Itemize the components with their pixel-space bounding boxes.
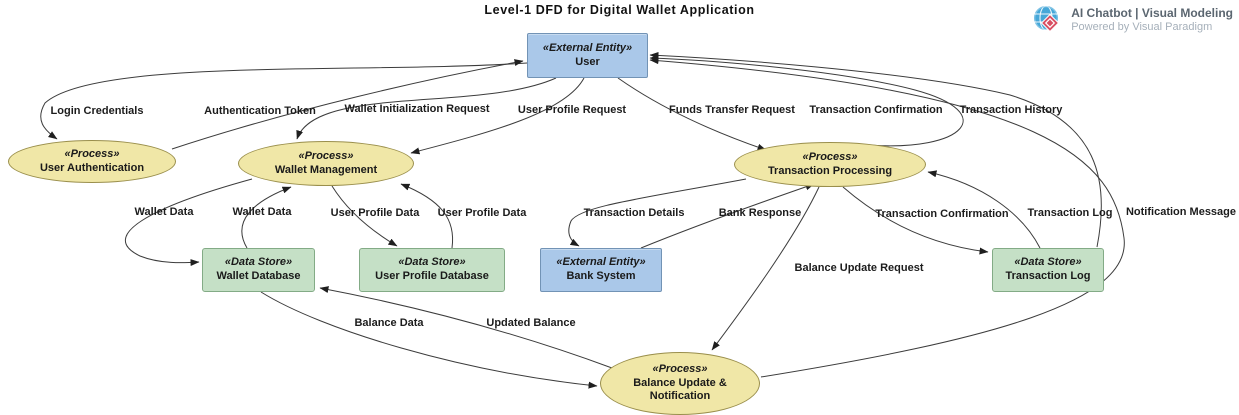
flow-label-wallet-data-to-store[interactable]: Wallet Data [134,206,194,218]
flow-label-user-profile-data-to-process[interactable]: User Profile Data [437,207,527,219]
flow-funds-transfer-request[interactable] [617,77,767,151]
node-user-authentication[interactable]: «Process»User Authentication [8,140,176,183]
flow-updated-balance[interactable] [319,286,613,369]
flow-balance-update-request[interactable] [711,186,820,351]
node-transaction-processing[interactable]: «Process»Transaction Processing [734,142,926,187]
flow-wallet-initialization-request[interactable] [296,77,557,140]
node-stereotype: «External Entity» [556,256,646,269]
node-wallet-management[interactable]: «Process»Wallet Management [238,141,414,186]
flow-label-funds-transfer-request[interactable]: Funds Transfer Request [669,104,795,116]
flow-wallet-data-to-process[interactable] [241,186,292,249]
visual-paradigm-logo-icon [1034,5,1060,33]
flow-label-transaction-confirmation-to-user[interactable]: Transaction Confirmation [809,104,943,116]
node-user-profile-database[interactable]: «Data Store»User Profile Database [359,248,505,292]
node-name: Transaction Log [1005,270,1091,282]
node-stereotype: «Process» [64,147,120,160]
flow-user-profile-data-to-process[interactable] [400,183,454,249]
node-name: User Authentication [39,161,145,174]
node-transaction-log[interactable]: «Data Store»Transaction Log [992,248,1104,292]
flow-label-wallet-initialization-request[interactable]: Wallet Initialization Request [344,103,490,115]
flow-balance-data[interactable] [260,291,598,389]
flow-label-transaction-confirmation-to-log[interactable]: Transaction Confirmation [875,208,1009,220]
node-stereotype: «Data Store» [1014,256,1082,269]
flow-label-user-profile-data-to-store[interactable]: User Profile Data [330,207,420,219]
flow-notification-message[interactable] [649,57,1125,378]
node-name: User Profile Database [375,270,489,282]
flow-transaction-log-to-process[interactable] [927,170,1041,249]
node-stereotype: «Data Store» [398,256,466,269]
flow-label-balance-data[interactable]: Balance Data [354,317,424,329]
brand-title: AI Chatbot | Visual Modeling [1071,5,1233,20]
diagram-title: Level-1 DFD for Digital Wallet Applicati… [484,3,755,17]
brand-subtitle: Powered by Visual Paradigm [1071,20,1213,33]
flow-wallet-data-to-store[interactable] [125,178,253,267]
flow-transaction-details[interactable] [568,178,747,247]
flow-label-transaction-details[interactable]: Transaction Details [583,207,685,219]
node-bank-system[interactable]: «External Entity»Bank System [540,248,662,292]
node-name: Wallet Management [274,163,378,176]
flow-login-credentials[interactable] [40,62,528,140]
node-name: Transaction Processing [767,164,893,177]
flow-user-profile-data-to-store[interactable] [331,185,398,247]
flow-user-profile-request[interactable] [410,77,585,155]
flow-label-login-credentials[interactable]: Login Credentials [50,105,144,117]
flow-authentication-token[interactable] [171,59,524,150]
flow-label-authentication-token[interactable]: Authentication Token [204,105,316,117]
node-name: Wallet Database [216,270,301,282]
node-name: Balance Update & Notification [633,376,727,403]
node-stereotype: «Process» [298,149,354,162]
node-stereotype: «Process» [652,362,708,375]
node-user[interactable]: «External Entity»User [527,33,648,78]
flow-label-transaction-history[interactable]: Transaction History [959,104,1063,116]
brand-badge[interactable]: AI Chatbot | Visual Modeling Powered by … [1032,4,1233,36]
flow-label-bank-response[interactable]: Bank Response [718,207,802,219]
flow-label-updated-balance[interactable]: Updated Balance [486,317,576,329]
flow-label-user-profile-request[interactable]: User Profile Request [517,104,627,116]
node-wallet-database[interactable]: «Data Store»Wallet Database [202,248,315,292]
flow-transaction-confirmation-to-log[interactable] [842,186,989,255]
flow-label-transaction-log-to-process[interactable]: Transaction Log [1027,207,1113,219]
node-stereotype: «Process» [802,150,858,163]
flow-label-balance-update-request[interactable]: Balance Update Request [794,262,924,274]
node-name: User [575,55,600,68]
flow-bank-response[interactable] [640,183,815,249]
node-balance-update-notification[interactable]: «Process»Balance Update & Notification [600,352,760,415]
flow-label-wallet-data-to-process[interactable]: Wallet Data [232,206,292,218]
node-stereotype: «External Entity» [542,41,633,54]
node-name: Bank System [566,270,636,282]
flow-label-notification-message[interactable]: Notification Message [1125,206,1237,218]
flow-transaction-confirmation-to-user[interactable] [649,54,964,147]
node-stereotype: «Data Store» [224,256,293,269]
